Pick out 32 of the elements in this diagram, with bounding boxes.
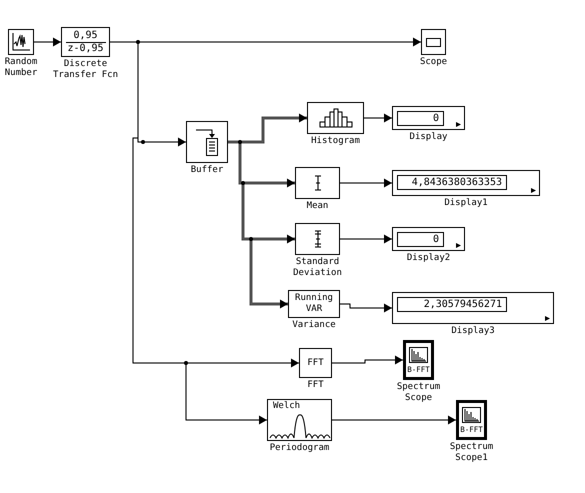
block-name: Periodogram: [270, 443, 330, 454]
signal-line: [340, 304, 392, 312]
display-value-field: 2,30579456271: [397, 297, 507, 312]
block-name: Histogram: [311, 136, 360, 147]
display-value-field: 0: [397, 232, 444, 247]
numerator-text: 0,95: [73, 30, 98, 42]
signal-line: [332, 416, 456, 424]
block-text: Welch: [273, 401, 300, 411]
block-name: Spectrum Scope: [396, 382, 442, 404]
block-name: Mean: [306, 201, 328, 212]
signal-line: [34, 38, 62, 46]
block-name: Discrete Transfer Fcn: [52, 59, 120, 81]
denominator-text: z-0,95: [67, 42, 104, 54]
block-name: Display2: [406, 253, 450, 264]
block-name: Variance: [292, 320, 336, 331]
signal-line: [340, 234, 392, 244]
block-name: Buffer: [190, 165, 224, 176]
block-name: Random Number: [4, 57, 38, 79]
block-text: FFT: [307, 358, 324, 368]
signal-line: [364, 114, 392, 122]
display-value-field: 4,8436380363353: [397, 175, 507, 190]
block-name: Display3: [451, 326, 495, 337]
signal-line: [340, 178, 392, 188]
block-name: Display1: [444, 198, 488, 209]
block-text: Running VAR: [294, 293, 334, 315]
block-name: Scope: [420, 57, 448, 68]
block-name: FFT: [307, 380, 324, 391]
block-name: Standard Deviation: [292, 257, 343, 279]
block-name: Spectrum Scope1: [448, 442, 494, 464]
display-value-field: 0: [397, 111, 444, 126]
signal-line: [332, 356, 404, 364]
block-name: Display: [410, 132, 448, 143]
